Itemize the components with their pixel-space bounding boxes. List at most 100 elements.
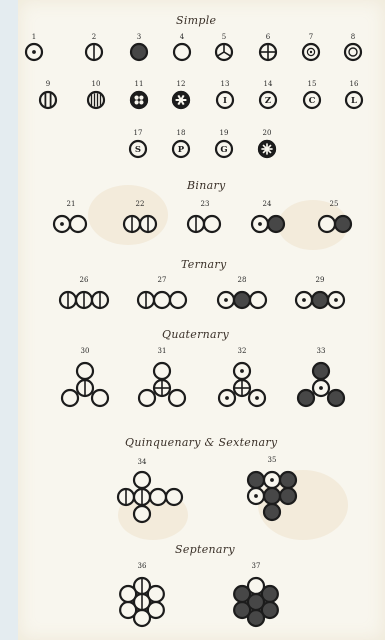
atom-dot <box>264 472 280 488</box>
atom-dot <box>270 478 274 482</box>
atom-letter: L <box>351 96 357 106</box>
atom-plain <box>319 216 335 232</box>
atom-vline <box>118 489 134 505</box>
atom-dark <box>280 488 296 504</box>
atom-dot <box>179 98 182 101</box>
atom-outline <box>264 488 280 504</box>
atom-dot <box>32 50 36 54</box>
atom-vline <box>76 292 92 308</box>
atom-cog <box>131 92 147 108</box>
atom-outline <box>88 92 104 108</box>
atom-outline <box>328 390 344 406</box>
atom-outline <box>134 506 150 522</box>
atom-cross <box>260 44 276 60</box>
atom-hole <box>134 100 138 104</box>
atom-outline <box>250 292 266 308</box>
atom-vline <box>134 489 150 505</box>
atom-vline <box>92 292 108 308</box>
atom-vline <box>134 594 150 610</box>
atom-dot <box>296 292 312 308</box>
atom-vline <box>138 292 154 308</box>
atom-outline <box>313 363 329 379</box>
atom-dot <box>218 292 234 308</box>
atom-hole <box>134 95 138 99</box>
atom-outline <box>312 292 328 308</box>
atom-cross <box>154 380 170 396</box>
atom-outline <box>170 292 186 308</box>
atom-outline <box>248 594 264 610</box>
atom-dark <box>335 216 351 232</box>
atom-dot <box>234 363 250 379</box>
atom-vline <box>140 216 156 232</box>
atom-dark <box>313 363 329 379</box>
atom-outline <box>139 390 155 406</box>
atom-plain <box>154 292 170 308</box>
atom-dot <box>249 390 265 406</box>
atom-dot <box>258 222 262 226</box>
atom-ring <box>303 44 319 60</box>
atom-dot <box>313 380 329 396</box>
atom-dot <box>255 396 259 400</box>
atom-dark <box>264 504 280 520</box>
atom-outline <box>268 216 284 232</box>
atom-plain <box>70 216 86 232</box>
atom-outline <box>166 489 182 505</box>
atom-letter: I <box>223 96 227 106</box>
atom-hole <box>139 95 143 99</box>
atom-dark <box>312 292 328 308</box>
atom-vline <box>86 44 102 60</box>
atom-outline <box>77 363 93 379</box>
atom-dot <box>310 51 312 53</box>
atom-letter: P <box>173 141 189 157</box>
atom-plain <box>204 216 220 232</box>
atom-hole <box>139 100 143 104</box>
atom-letter: L <box>346 92 362 108</box>
atom-plain <box>77 363 93 379</box>
atom-dot <box>224 298 228 302</box>
atom-dot <box>26 44 42 60</box>
atom-star <box>173 92 189 108</box>
atom-dark <box>131 44 147 60</box>
atom-y <box>216 44 232 60</box>
atom-plain <box>62 390 78 406</box>
atom-dark <box>280 472 296 488</box>
atom-outline <box>335 216 351 232</box>
atom-vline <box>124 216 140 232</box>
atom-vline <box>77 380 93 396</box>
atom-letter: P <box>178 145 185 155</box>
atom-outline <box>154 363 170 379</box>
atom-plain <box>174 44 190 60</box>
atom-cross <box>234 380 250 396</box>
atom-bars4 <box>88 92 104 108</box>
atom-outline <box>264 504 280 520</box>
atom-sun <box>259 141 275 157</box>
atom-dot <box>328 292 344 308</box>
atom-dot <box>240 369 244 373</box>
atom-outline <box>134 472 150 488</box>
atom-dot <box>254 494 258 498</box>
atom-dot <box>302 298 306 302</box>
atom-outline <box>70 216 86 232</box>
atom-dark <box>264 488 280 504</box>
atom-letter: S <box>135 145 141 155</box>
atom-ring2 <box>345 44 361 60</box>
atom-plain <box>134 472 150 488</box>
atom-dark <box>234 292 250 308</box>
atom-letter: Z <box>260 92 276 108</box>
atom-plain <box>169 390 185 406</box>
atom-dot <box>319 386 323 390</box>
atom-outline <box>280 488 296 504</box>
atom-dot <box>60 222 64 226</box>
atom-outline <box>150 489 166 505</box>
atom-letter: G <box>216 141 232 157</box>
atom-dark <box>248 594 264 610</box>
atom-outline <box>204 216 220 232</box>
atom-plain <box>92 390 108 406</box>
atom-outline <box>131 44 147 60</box>
atom-dark <box>298 390 314 406</box>
atom-dot <box>219 390 235 406</box>
atom-dot <box>252 216 268 232</box>
atom-dot <box>225 396 229 400</box>
atom-outline <box>169 390 185 406</box>
